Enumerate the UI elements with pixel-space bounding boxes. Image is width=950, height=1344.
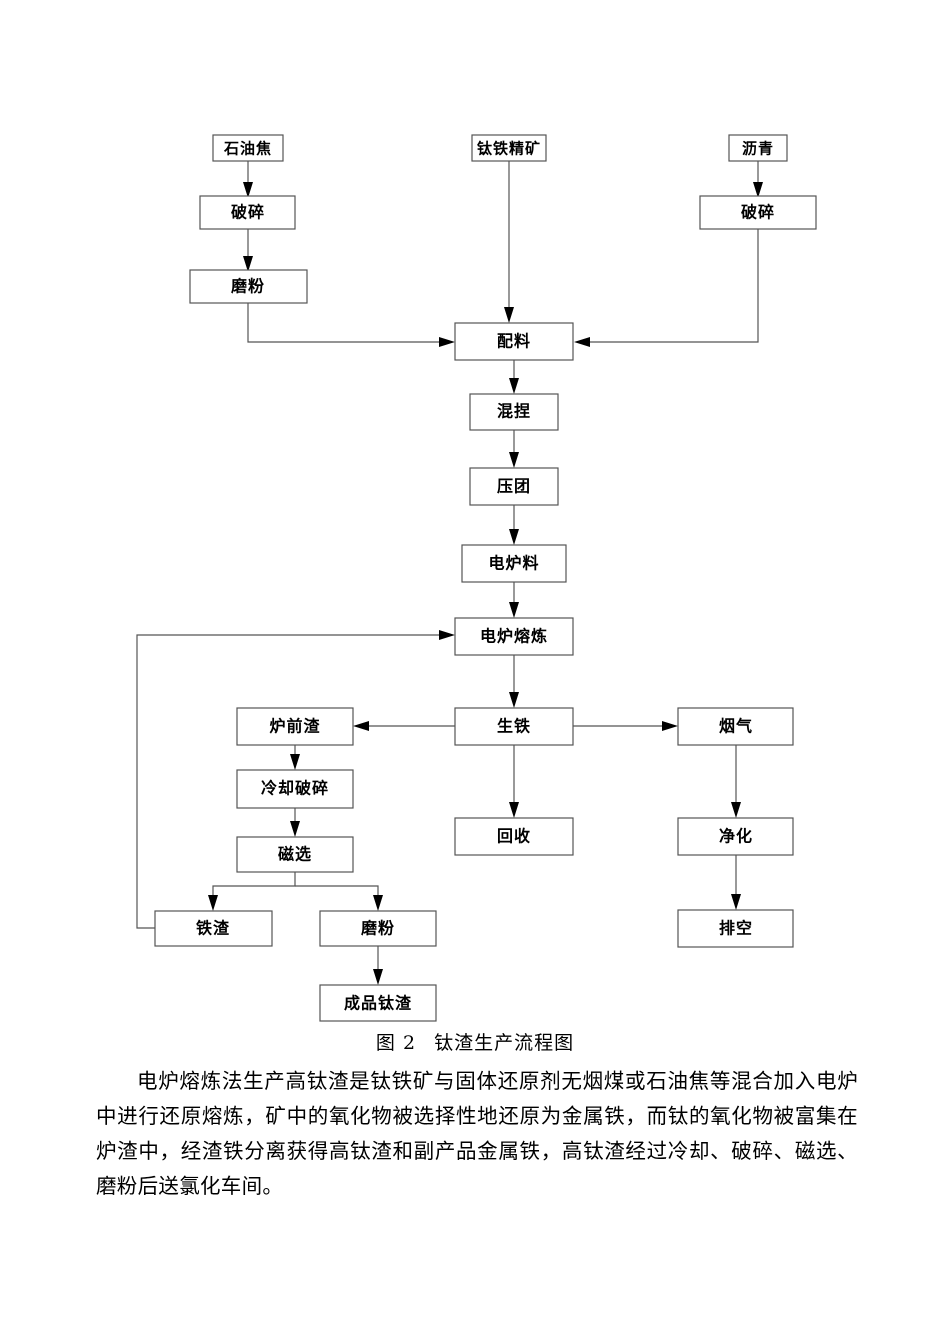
node-petroleum-coke[interactable]: 石油焦: [212, 134, 284, 162]
figure-caption-title: 钛渣生产流程图: [434, 1032, 575, 1054]
flow-edges: [136, 160, 763, 985]
node-box: [454, 817, 574, 856]
node-furnace-charge[interactable]: 电炉料: [461, 544, 567, 583]
node-label: 炉前渣: [269, 717, 320, 736]
arrowhead: [753, 182, 763, 198]
edge-crush-right-to-batching: [586, 229, 759, 343]
node-batching[interactable]: 配料: [454, 322, 574, 361]
node-box: [319, 910, 437, 947]
node-label: 烟气: [719, 717, 753, 736]
figure-caption: 图 2 钛渣生产流程图: [0, 1028, 950, 1055]
body-paragraph: 电炉熔炼法生产高钛渣是钛铁矿与固体还原剂无烟煤或石油焦等混合加入电炉中进行还原熔…: [96, 1069, 858, 1198]
arrowhead: [504, 307, 514, 323]
node-electric-smelting[interactable]: 电炉熔炼: [454, 617, 574, 656]
node-label: 净化: [719, 827, 753, 846]
node-label: 钛铁精矿: [477, 140, 541, 158]
node-box: [677, 909, 794, 948]
arrowhead: [373, 969, 383, 985]
node-label: 配料: [497, 332, 531, 351]
arrowhead: [574, 337, 590, 347]
arrowhead: [731, 802, 741, 818]
node-box: [677, 707, 794, 746]
node-box: [236, 769, 354, 809]
node-box: [454, 707, 574, 746]
node-label: 排空: [719, 919, 753, 938]
arrowhead: [662, 721, 678, 731]
node-magnetic-separation[interactable]: 磁选: [236, 836, 354, 873]
node-box: [469, 467, 559, 506]
node-ti-fe-concentrate[interactable]: 钛铁精矿: [471, 134, 547, 162]
node-label: 磨粉: [231, 277, 265, 296]
arrowhead: [509, 529, 519, 545]
edge-grind-to-batching: [247, 303, 444, 343]
edge-magsep-split-left: [212, 872, 296, 901]
node-finished-ti-slag[interactable]: 成品钛渣: [319, 984, 437, 1022]
arrowhead: [243, 182, 253, 198]
arrowhead: [290, 821, 300, 837]
node-label: 磁选: [278, 845, 312, 864]
node-box: [461, 544, 567, 583]
node-iron-slag[interactable]: 铁渣: [154, 910, 273, 947]
node-box: [699, 195, 817, 230]
node-grind-left[interactable]: 磨粉: [189, 269, 308, 304]
node-label: 混捏: [497, 402, 531, 421]
node-briquetting[interactable]: 压团: [469, 467, 559, 506]
node-box: [236, 707, 354, 746]
node-label: 磨粉: [361, 919, 395, 938]
node-box: [199, 195, 296, 230]
node-pitch[interactable]: 沥青: [728, 134, 788, 162]
edge-ironslag-recycle-to-smelting: [136, 634, 444, 929]
node-label: 石油焦: [223, 140, 272, 158]
arrowhead: [439, 630, 455, 640]
node-box: [236, 836, 354, 873]
node-box: [454, 617, 574, 656]
arrowhead: [439, 337, 455, 347]
arrowhead: [509, 802, 519, 818]
node-box: [469, 393, 559, 431]
node-purification[interactable]: 净化: [677, 817, 794, 856]
node-crush-right[interactable]: 破碎: [699, 195, 817, 230]
node-label: 电炉料: [488, 554, 539, 573]
node-pre-furnace-slag[interactable]: 炉前渣: [236, 707, 354, 746]
arrowhead: [731, 894, 741, 910]
arrowhead: [290, 754, 300, 770]
node-label: 沥青: [742, 140, 774, 158]
arrowhead: [208, 895, 218, 911]
edge-magsep-split-right: [295, 885, 379, 901]
arrowhead: [243, 256, 253, 272]
node-pig-iron[interactable]: 生铁: [454, 707, 574, 746]
arrowhead: [373, 895, 383, 911]
node-label: 压团: [497, 477, 531, 496]
node-kneading[interactable]: 混捏: [469, 393, 559, 431]
node-crush-left[interactable]: 破碎: [199, 195, 296, 230]
node-box: [728, 134, 788, 162]
node-recovery[interactable]: 回收: [454, 817, 574, 856]
node-label: 生铁: [497, 717, 531, 736]
node-label: 破碎: [741, 203, 775, 222]
node-box: [154, 910, 273, 947]
figure-caption-number: 图 2: [375, 1032, 417, 1054]
node-label: 铁渣: [196, 919, 230, 938]
arrowhead: [509, 452, 519, 468]
node-venting[interactable]: 排空: [677, 909, 794, 948]
node-box: [471, 134, 547, 162]
node-label: 成品钛渣: [344, 994, 412, 1013]
node-flue-gas[interactable]: 烟气: [677, 707, 794, 746]
arrowhead: [509, 378, 519, 394]
node-label: 冷却破碎: [261, 779, 329, 798]
node-cooling-crushing[interactable]: 冷却破碎: [236, 769, 354, 809]
node-box: [319, 984, 437, 1022]
node-box: [454, 322, 574, 361]
arrowhead: [509, 602, 519, 618]
arrowhead: [509, 692, 519, 708]
node-box: [212, 134, 284, 162]
node-label: 电炉熔炼: [480, 627, 548, 646]
node-box: [677, 817, 794, 856]
arrowhead: [353, 721, 369, 731]
node-grinding[interactable]: 磨粉: [319, 910, 437, 947]
node-box: [189, 269, 308, 304]
titanium-slag-flowchart: 石油焦 破碎 磨粉 钛铁精矿 沥青 破碎 配料: [136, 134, 817, 1022]
node-label: 回收: [497, 827, 531, 846]
node-label: 破碎: [231, 203, 265, 222]
